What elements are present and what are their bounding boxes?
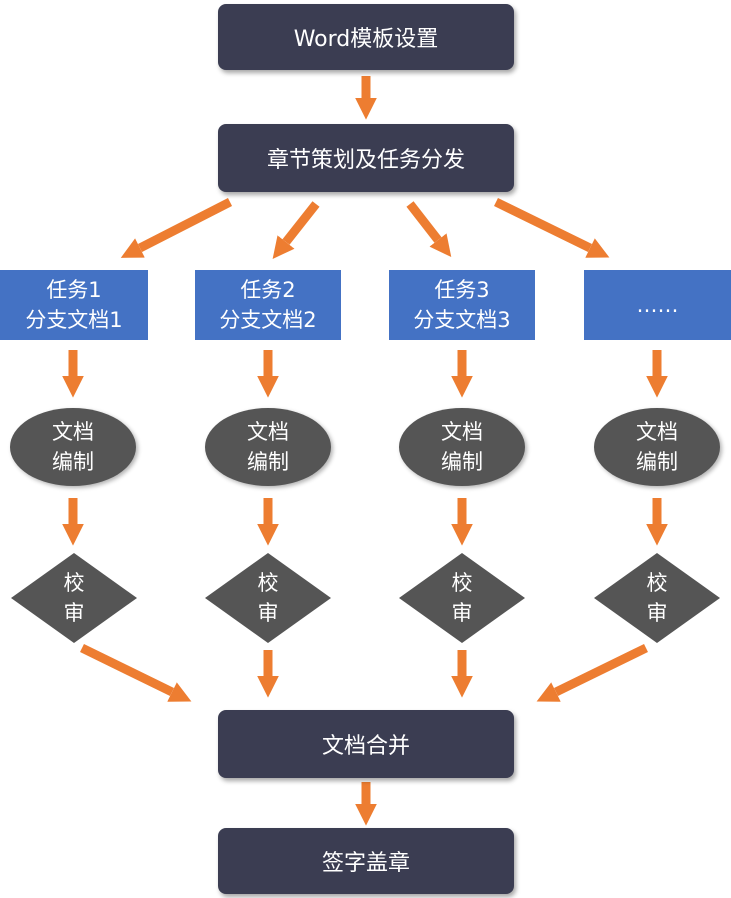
review-line1: 校 [257, 571, 279, 595]
doc-edit-line1: 文档 [636, 420, 678, 444]
review-line2: 审 [646, 601, 668, 625]
review-line2: 审 [257, 601, 279, 625]
word-template-setup-box: Word模板设置 [218, 4, 514, 70]
task-title: 任务3 [434, 278, 490, 302]
task-branch-doc: 分支文档3 [413, 308, 511, 332]
chapter-planning-label: 章节策划及任务分发 [266, 148, 465, 173]
task-box-2: 任务2 分支文档2 [195, 270, 341, 340]
task-box-more: …… [584, 270, 731, 340]
task-title: 任务2 [240, 278, 296, 302]
arrow-review4-to-merge [536, 643, 648, 702]
sign-stamp-box: 签字盖章 [218, 828, 514, 894]
review-line2: 审 [63, 601, 85, 625]
arrow-planning-to-task1 [120, 197, 233, 258]
doc-edit-line2: 编制 [441, 450, 483, 474]
arrow-planning-to-task2 [272, 201, 320, 259]
sign-stamp-label: 签字盖章 [321, 851, 410, 876]
doc-edit-line1: 文档 [247, 420, 289, 444]
arrow-planning-to-task3 [406, 201, 452, 258]
review-diamond-3: 校 审 [397, 553, 527, 643]
doc-edit-ellipse-3: 文档 编制 [399, 408, 525, 486]
doc-edit-ellipse-2: 文档 编制 [205, 408, 331, 486]
task-branch-doc: 分支文档1 [25, 308, 123, 332]
review-diamond-1: 校 审 [9, 553, 139, 643]
doc-edit-ellipse-1: 文档 编制 [10, 408, 136, 486]
task-ellipsis: …… [636, 293, 679, 317]
review-line2: 审 [451, 601, 473, 625]
doc-edit-line1: 文档 [52, 420, 94, 444]
review-diamond-2: 校 审 [203, 553, 333, 643]
doc-edit-line2: 编制 [636, 450, 678, 474]
review-line1: 校 [451, 571, 473, 595]
doc-edit-line2: 编制 [52, 450, 94, 474]
task-box-3: 任务3 分支文档3 [389, 270, 535, 340]
task-branch-doc: 分支文档2 [219, 308, 317, 332]
review-line1: 校 [63, 571, 85, 595]
doc-edit-ellipse-4: 文档 编制 [594, 408, 720, 486]
arrow-review1-to-merge [80, 643, 192, 702]
task-box-1: 任务1 分支文档1 [0, 270, 148, 340]
doc-edit-line1: 文档 [441, 420, 483, 444]
chapter-planning-box: 章节策划及任务分发 [218, 124, 514, 192]
task-title: 任务1 [46, 278, 102, 302]
review-diamond-4: 校 审 [592, 553, 722, 643]
doc-merge-box: 文档合并 [218, 710, 514, 778]
arrow-planning-to-task4 [494, 197, 610, 258]
word-template-setup-label: Word模板设置 [293, 27, 439, 52]
doc-edit-line2: 编制 [247, 450, 289, 474]
review-line1: 校 [646, 571, 668, 595]
doc-merge-label: 文档合并 [321, 734, 410, 759]
